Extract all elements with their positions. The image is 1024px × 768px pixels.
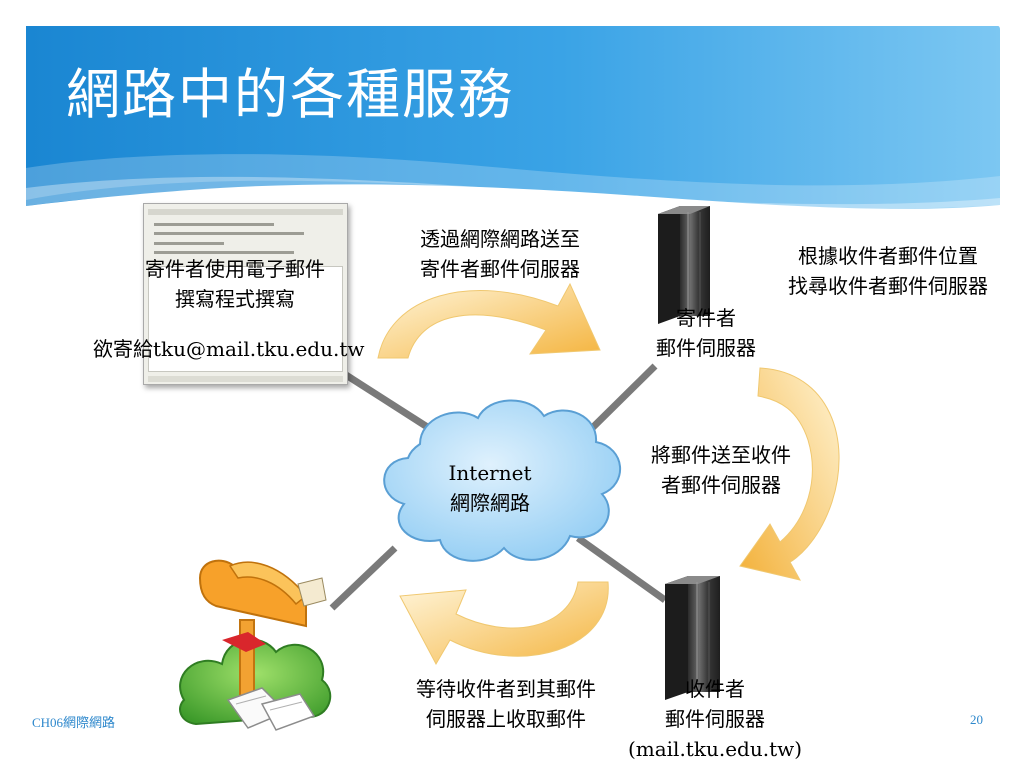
page-number: 20 (970, 712, 983, 727)
step-lookup-line2: 找尋收件者郵件伺服器 (788, 274, 988, 298)
sender-server-icon (658, 206, 710, 324)
internet-line1: Internet (448, 461, 532, 485)
internet-line2: 網際網路 (450, 491, 530, 515)
step-lookup-label: 根據收件者郵件位置 找尋收件者郵件伺服器 (760, 241, 1016, 301)
sender-client-label: 寄件者使用電子郵件 撰寫程式撰寫 (104, 254, 366, 314)
slide-title: 網路中的各種服務 (66, 63, 514, 126)
step-relay-line2: 者郵件伺服器 (661, 473, 781, 497)
sender-server-line2: 郵件伺服器 (656, 336, 756, 360)
recipient-address-label: 欲寄給tku@mail.tku.edu.tw (93, 337, 365, 361)
step-send-line1: 透過網際網路送至 (420, 227, 580, 251)
receiver-server-line2: 郵件伺服器 (665, 707, 765, 731)
receiver-server-label: 收件者 郵件伺服器 (mail.tku.edu.tw) (622, 674, 808, 764)
step-relay-line1: 將郵件送至收件 (651, 443, 791, 467)
sender-server-label: 寄件者 郵件伺服器 (638, 303, 774, 363)
step-relay-label: 將郵件送至收件 者郵件伺服器 (626, 440, 816, 500)
mailbox-illustration (176, 556, 332, 746)
arrow-to-sender-server (377, 282, 601, 359)
sender-server-line1: 寄件者 (676, 306, 736, 330)
step-wait-label: 等待收件者到其郵件 伺服器上收取郵件 (388, 674, 624, 734)
footer-chapter: CH06網際網路 (32, 715, 116, 730)
arrow-to-recipient (399, 581, 609, 666)
internet-cloud (383, 399, 621, 562)
step-send-label: 透過網際網路送至 寄件者郵件伺服器 (392, 224, 608, 284)
step-send-line2: 寄件者郵件伺服器 (420, 257, 580, 281)
receiver-server-icon (665, 576, 720, 700)
step-wait-line2: 伺服器上收取郵件 (426, 707, 586, 731)
step-wait-line1: 等待收件者到其郵件 (416, 677, 596, 701)
sender-client-line2: 撰寫程式撰寫 (175, 287, 295, 311)
step-lookup-line1: 根據收件者郵件位置 (798, 244, 978, 268)
internet-label: Internet 網際網路 (422, 458, 558, 518)
sender-client-line1: 寄件者使用電子郵件 (145, 257, 325, 281)
header-banner (26, 26, 1000, 217)
receiver-server-line1: 收件者 (685, 677, 745, 701)
arrow-to-receiver-server (739, 367, 840, 581)
receiver-server-line3: (mail.tku.edu.tw) (627, 737, 803, 761)
email-client-screenshot (143, 203, 348, 385)
